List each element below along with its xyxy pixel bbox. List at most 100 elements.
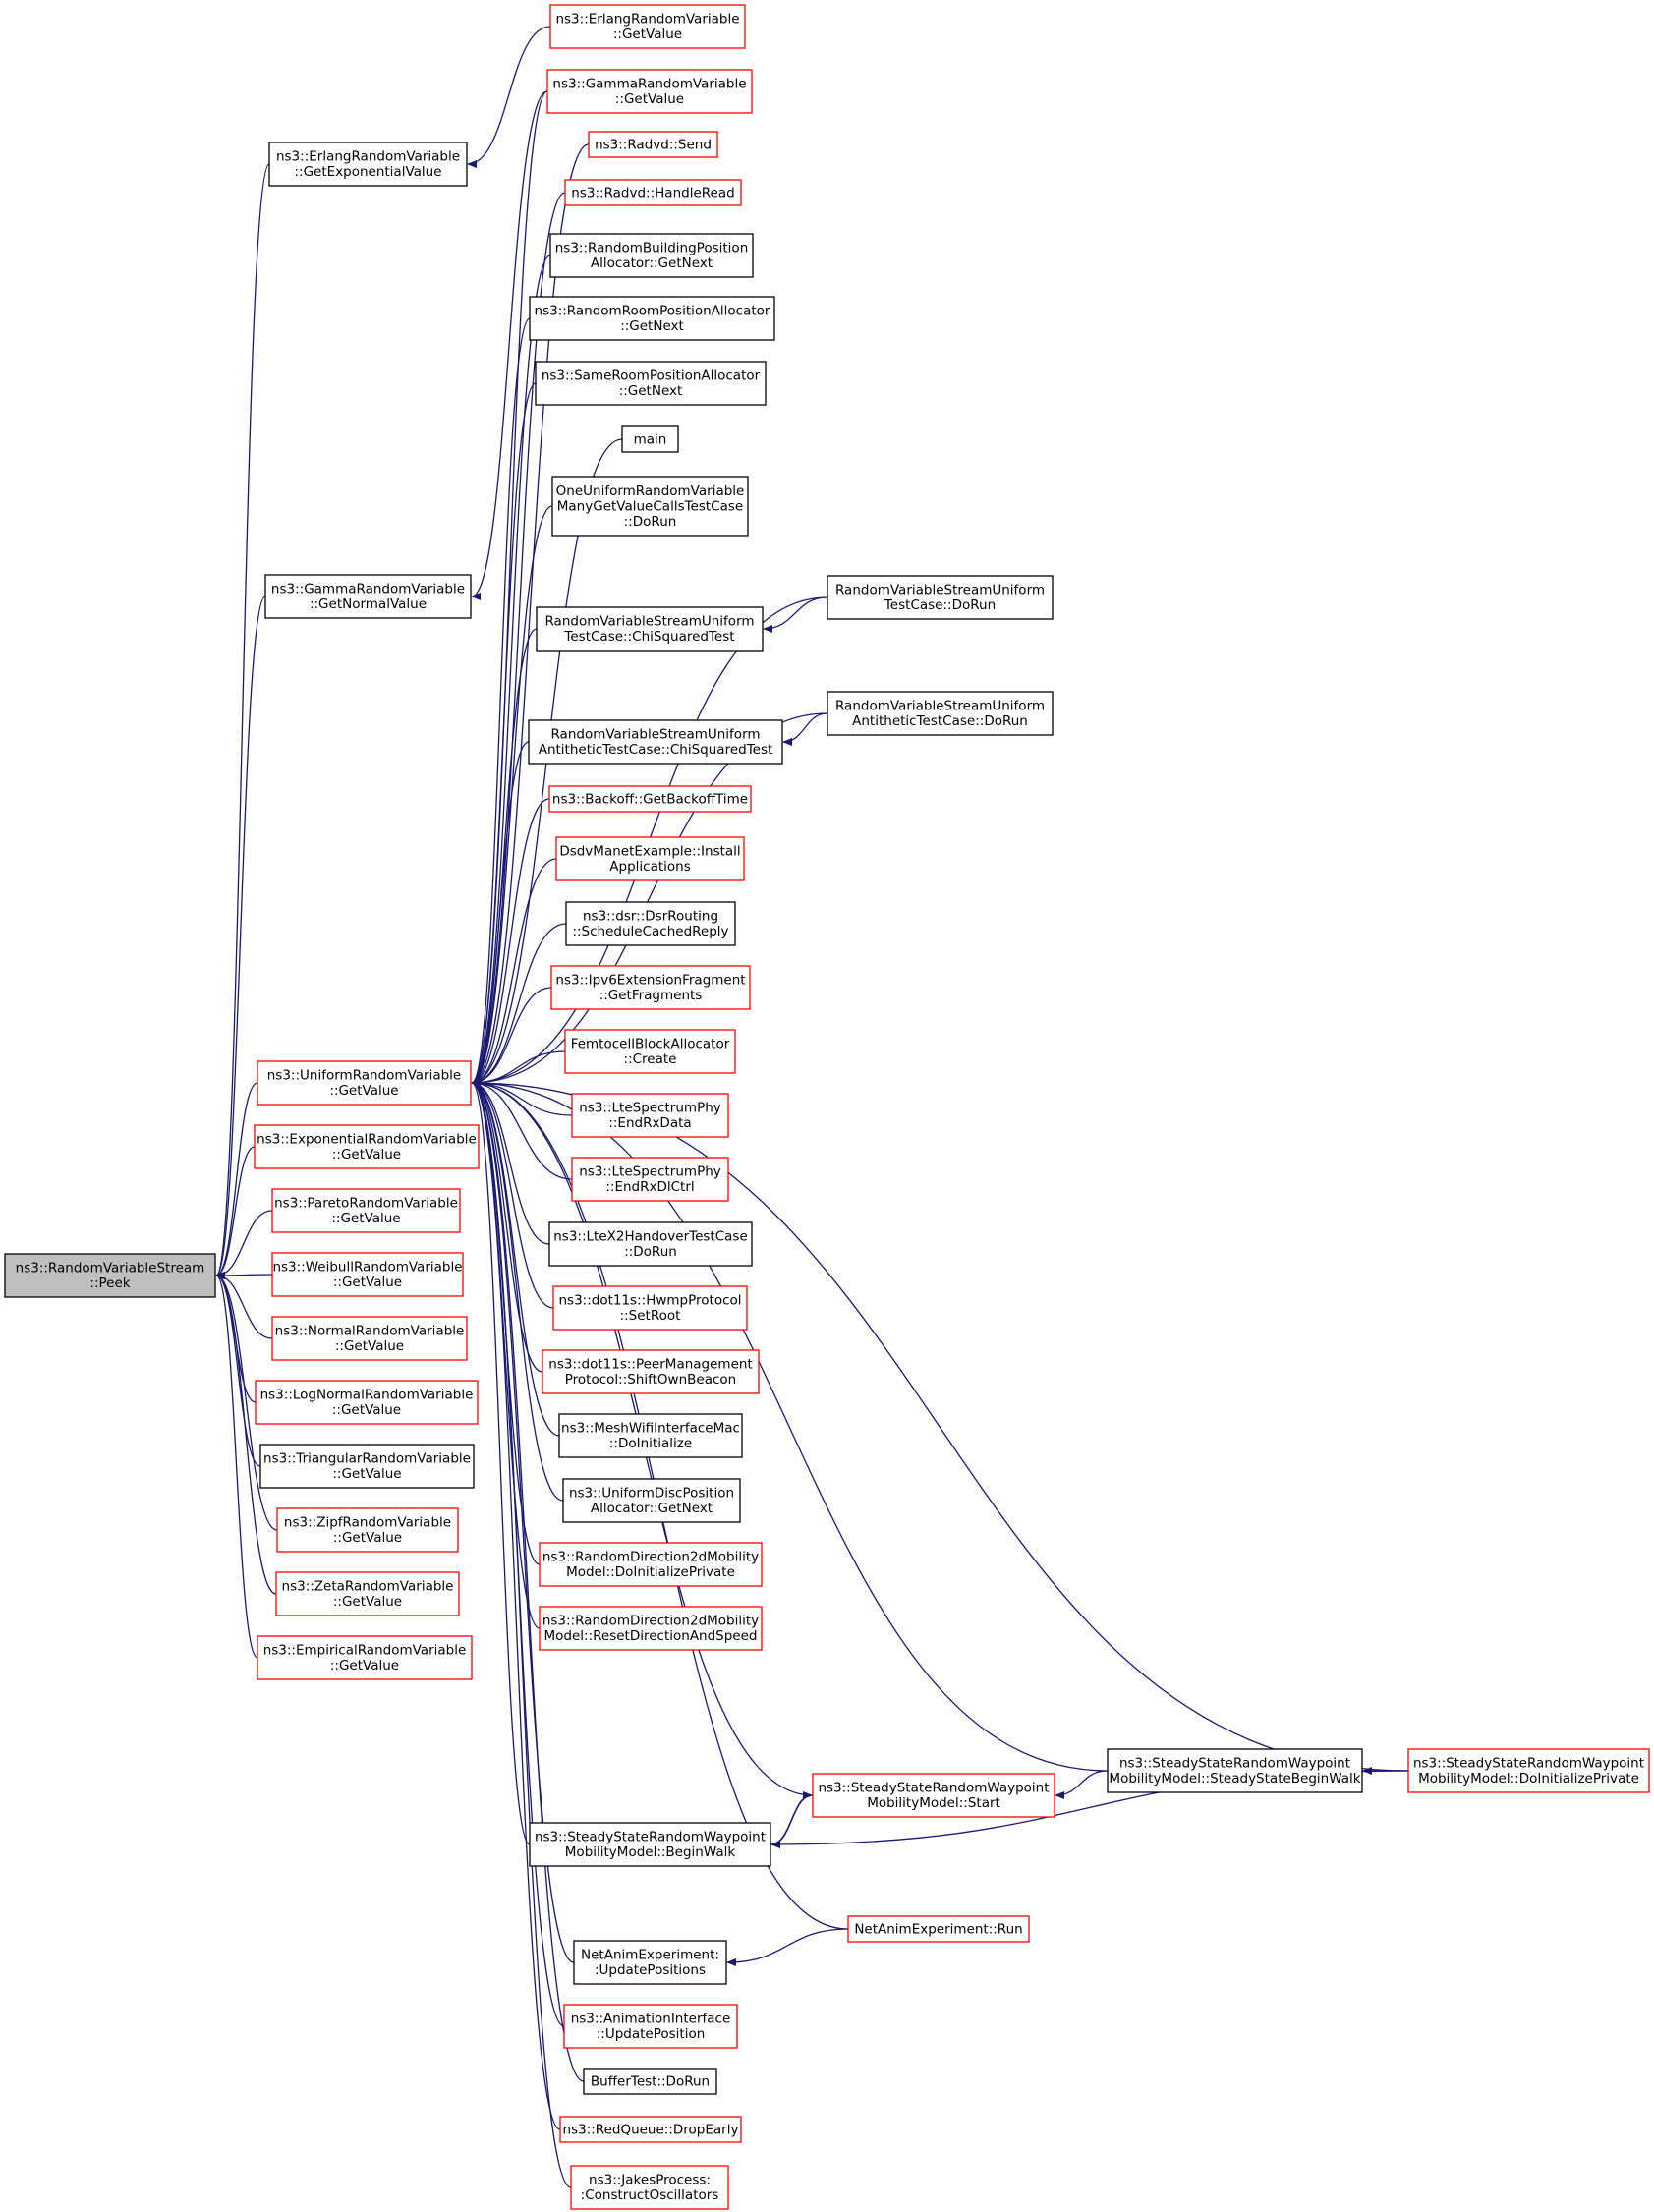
- node-zipf_get[interactable]: ns3::ZipfRandomVariable::GetValue: [276, 1507, 459, 1553]
- node-rvsua_chisq[interactable]: RandomVariableStreamUniformAntitheticTes…: [528, 719, 783, 765]
- node-label-line: ns3::SameRoomPositionAllocator: [542, 369, 761, 384]
- nodes-layer: ns3::RandomVariableStream::Peek ns3::Erla…: [4, 4, 1650, 2210]
- node-hwmp_setroot[interactable]: ns3::dot11s::HwmpProtocol::SetRoot: [552, 1285, 748, 1331]
- edge-ipv6frag-to-uniform_get: [471, 987, 552, 1087]
- node-gamma_get[interactable]: ns3::GammaRandomVariable::GetValue: [546, 69, 753, 114]
- node-label-line: ::GetValue: [331, 1211, 400, 1226]
- node-sswp_start[interactable]: ns3::SteadyStateRandomWaypointMobilityMo…: [812, 1773, 1055, 1818]
- edge-erlang_get-to-erlang_getexp: [467, 26, 551, 168]
- node-redqueue[interactable]: ns3::RedQueue::DropEarly: [559, 2116, 742, 2143]
- node-rvsu_chisq[interactable]: RandomVariableStreamUniformTestCase::Chi…: [536, 606, 764, 652]
- node-ipv6frag[interactable]: ns3::Ipv6ExtensionFragment::GetFragments: [550, 965, 751, 1010]
- node-rvsu_dorun[interactable]: RandomVariableStreamUniformTestCase::DoR…: [827, 575, 1054, 620]
- node-meshwifi_init[interactable]: ns3::MeshWifiInterfaceMac::DoInitialize: [558, 1413, 743, 1458]
- node-label-line: ::GetValue: [335, 1338, 404, 1354]
- node-label-line: RandomVariableStreamUniform: [544, 614, 754, 630]
- node-rrpa_getnext[interactable]: ns3::RandomRoomPositionAllocator::GetNex…: [529, 296, 775, 341]
- node-label-line: OneUniformRandomVariable: [556, 483, 745, 499]
- node-box: [255, 1380, 479, 1425]
- node-erlang_getexp[interactable]: ns3::ErlangRandomVariable::GetExponentia…: [268, 142, 468, 187]
- node-label-line: ns3::LogNormalRandomVariable: [260, 1388, 474, 1403]
- node-peermgmt_shift[interactable]: ns3::dot11s::PeerManagementProtocol::Shi…: [542, 1349, 760, 1394]
- node-normal_get[interactable]: ns3::NormalRandomVariable::GetValue: [271, 1316, 468, 1361]
- node-box: [1107, 1748, 1363, 1793]
- node-jakes[interactable]: ns3::JakesProcess::ConstructOscillators: [570, 2165, 729, 2210]
- edge-gamma_get-to-uniform_get: [471, 90, 548, 1087]
- node-box: [573, 1940, 727, 1985]
- node-box: [562, 1478, 741, 1523]
- node-weibull_get[interactable]: ns3::WeibullRandomVariable::GetValue: [271, 1252, 464, 1297]
- node-main[interactable]: main: [621, 425, 679, 453]
- node-rd2d_init[interactable]: ns3::RandomDirection2dMobilityModel::DoI…: [539, 1542, 763, 1587]
- node-radvd_handleread[interactable]: ns3::Radvd::HandleRead: [564, 179, 742, 206]
- node-box: [536, 606, 764, 652]
- node-sswp_beginwalk[interactable]: ns3::SteadyStateRandomWaypointMobilityMo…: [529, 1822, 771, 1867]
- edge-sswp_ssbeginwalk-to-sswp_start: [1055, 1770, 1109, 1799]
- node-box: [549, 233, 754, 278]
- node-oneuniform_dorun[interactable]: OneUniformRandomVariableManyGetValueCall…: [551, 476, 749, 537]
- edge-dsdv_install-to-uniform_get: [471, 858, 557, 1087]
- node-label-line: ::Peek: [89, 1276, 130, 1291]
- node-label-line: ns3::AnimationInterface: [571, 2012, 731, 2027]
- edge-srpa_getnext-to-uniform_get: [471, 382, 537, 1087]
- node-box: [1407, 1748, 1650, 1793]
- node-lognormal_get[interactable]: ns3::LogNormalRandomVariable::GetValue: [255, 1380, 479, 1425]
- node-buffertest[interactable]: BufferTest::DoRun: [583, 2068, 717, 2095]
- node-rbpa_getnext[interactable]: ns3::RandomBuildingPositionAllocator::Ge…: [549, 233, 754, 278]
- edge-lte_endrxdlctrl-to-uniform_get: [471, 1079, 573, 1180]
- node-ltex2_dorun[interactable]: ns3::LteX2HandoverTestCase::DoRun: [548, 1221, 753, 1267]
- node-label-line: TestCase::DoRun: [884, 597, 996, 613]
- edge-triangular_get-to-peek: [215, 1272, 261, 1467]
- node-lte_endrxdlctrl[interactable]: ns3::LteSpectrumPhy::EndRxDlCtrl: [571, 1157, 729, 1202]
- node-pareto_get[interactable]: ns3::ParetoRandomVariable::GetValue: [271, 1188, 461, 1233]
- node-sswp_ssbeginwalk[interactable]: ns3::SteadyStateRandomWaypointMobilityMo…: [1107, 1748, 1363, 1793]
- node-netanim_run[interactable]: NetAnimExperiment::Run: [847, 1915, 1030, 1943]
- node-rvsua_dorun[interactable]: RandomVariableStreamUniformAntitheticTes…: [827, 691, 1054, 736]
- node-box: [271, 1252, 464, 1297]
- edge-weibull_get-to-peek: [215, 1271, 273, 1279]
- node-srpa_getnext[interactable]: ns3::SameRoomPositionAllocator::GetNext: [535, 361, 767, 406]
- node-box: [827, 691, 1054, 736]
- node-dsr_schedule[interactable]: ns3::dsr::DsrRouting::ScheduleCachedRepl…: [565, 901, 736, 946]
- node-label-line: ns3::ZetaRandomVariable: [282, 1579, 454, 1595]
- node-box: [549, 4, 746, 49]
- node-label-line: ::GetValue: [332, 1147, 401, 1163]
- node-label-line: RandomVariableStreamUniform: [835, 583, 1045, 598]
- node-box: [559, 2116, 742, 2143]
- node-label-line: ns3::RandomVariableStream: [16, 1261, 205, 1276]
- node-anim_update[interactable]: ns3::AnimationInterface::UpdatePosition: [563, 2004, 738, 2049]
- node-label-line: ns3::EmpiricalRandomVariable: [263, 1643, 467, 1659]
- edge-rvsua_dorun-to-uniform_get: [471, 712, 828, 1087]
- node-sswp_doinit[interactable]: ns3::SteadyStateRandomWaypointMobilityMo…: [1407, 1748, 1650, 1793]
- node-box: [542, 1349, 760, 1394]
- node-label-line: TestCase::ChiSquaredTest: [563, 629, 734, 645]
- node-label-line: MobilityModel::Start: [867, 1795, 1000, 1811]
- node-label-line: ::GetValue: [332, 1466, 401, 1482]
- node-erlang_get[interactable]: ns3::ErlangRandomVariable::GetValue: [549, 4, 746, 49]
- node-label-line: ::ScheduleCachedReply: [572, 924, 728, 939]
- edge-radvd_handleread-to-uniform_get: [471, 192, 566, 1087]
- node-lte_endrxdata[interactable]: ns3::LteSpectrumPhy::EndRxData: [571, 1093, 729, 1138]
- node-box: [827, 575, 1054, 620]
- node-label-line: FemtocellBlockAllocator: [571, 1037, 730, 1052]
- node-triangular_get[interactable]: ns3::TriangularRandomVariable::GetValue: [259, 1444, 475, 1489]
- node-backoff[interactable]: ns3::Backoff::GetBackoffTime: [548, 785, 752, 813]
- node-empirical_get[interactable]: ns3::EmpiricalRandomVariable::GetValue: [257, 1635, 473, 1680]
- node-label-line: ::GetValue: [329, 1083, 398, 1099]
- node-label-line: ns3::NormalRandomVariable: [275, 1324, 465, 1339]
- node-gamma_getnormal[interactable]: ns3::GammaRandomVariable::GetNormalValue: [264, 574, 472, 619]
- node-uniform_get[interactable]: ns3::UniformRandomVariable::GetValue: [257, 1060, 472, 1106]
- edge-erlang_getexp-to-peek: [215, 163, 270, 1279]
- node-radvd_send[interactable]: ns3::Radvd::Send: [588, 131, 718, 158]
- node-exponential_get[interactable]: ns3::ExponentialRandomVariable::GetValue: [254, 1124, 480, 1169]
- node-rd2d_reset[interactable]: ns3::RandomDirection2dMobilityModel::Res…: [539, 1606, 763, 1651]
- node-peek[interactable]: ns3::RandomVariableStream::Peek: [4, 1253, 216, 1298]
- node-netanim_update[interactable]: NetAnimExperiment::UpdatePositions: [573, 1940, 727, 1985]
- node-zeta_get[interactable]: ns3::ZetaRandomVariable::GetValue: [275, 1571, 460, 1616]
- edge-rvsua_chisq-to-uniform_get: [471, 741, 530, 1087]
- node-udpa_getnext[interactable]: ns3::UniformDiscPositionAllocator::GetNe…: [562, 1478, 741, 1523]
- node-femto_create[interactable]: FemtocellBlockAllocator::Create: [564, 1029, 736, 1074]
- node-label-line: ::GetNext: [620, 318, 684, 334]
- node-label-line: ::DoRun: [624, 1244, 677, 1260]
